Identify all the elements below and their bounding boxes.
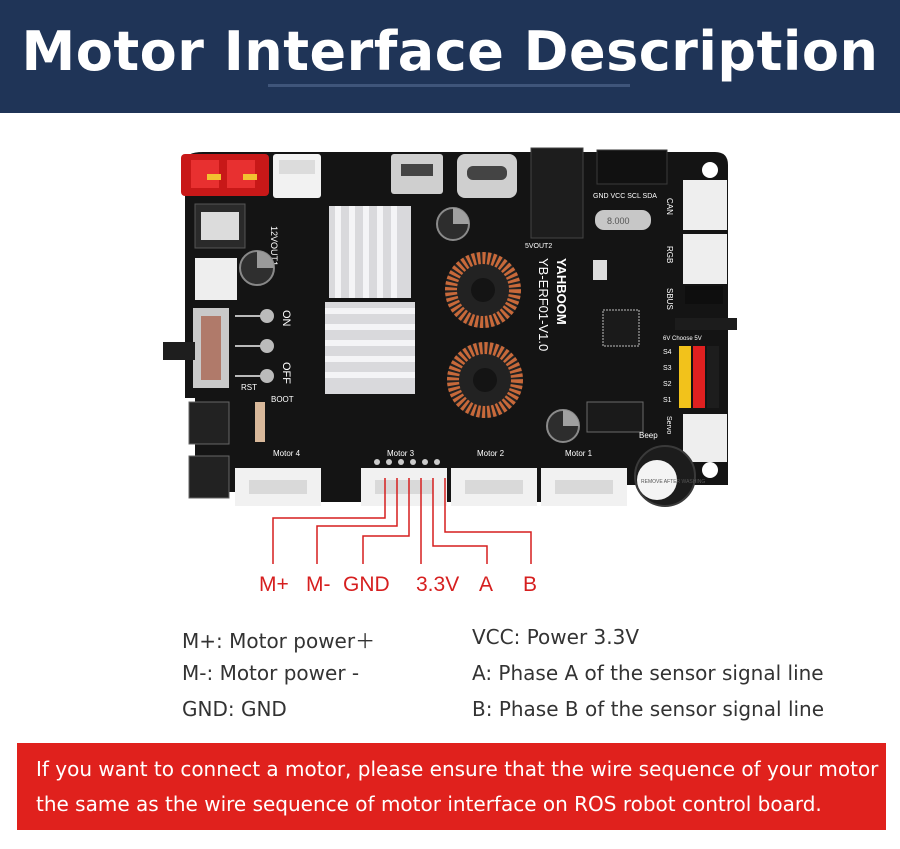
- sbus-label: SBUS: [665, 288, 674, 310]
- driver-chip: [586, 401, 644, 433]
- desc-gnd: GND: GND: [182, 697, 287, 721]
- notice-banner: If you want to connect a motor, please e…: [17, 743, 900, 830]
- servo-s2-label: S2: [663, 381, 672, 388]
- pin-label-m-minus: M-: [306, 573, 331, 596]
- motor-2-label: Motor 2: [477, 449, 505, 458]
- buzzer-sticker-text: REMOVE AFTER WASHING: [641, 479, 705, 485]
- motor-1-label: Motor 1: [565, 449, 593, 458]
- side-connector: [195, 258, 237, 300]
- pin-label-b: B: [523, 573, 538, 596]
- model-label: YB-ERF01-V1.0: [536, 258, 551, 351]
- control-board-image: 12VOUT1 ON OFF RST BOOT GN: [155, 140, 745, 580]
- jumper-header: [675, 318, 737, 330]
- reset-button: [188, 401, 230, 445]
- servo-label: Servo: [665, 416, 672, 434]
- motor-4-label: Motor 4: [273, 449, 301, 458]
- pin-label-3v3: 3.3V: [416, 573, 460, 596]
- can-label: CAN: [665, 198, 674, 215]
- i2c-header: [596, 149, 668, 185]
- page-header: Motor Interface Description: [0, 0, 900, 113]
- servo-connector: [683, 414, 727, 462]
- servo-s3-label: S3: [663, 365, 672, 372]
- inductor-top: [445, 252, 521, 328]
- pin-leader-lines: [272, 478, 532, 564]
- page-title: Motor Interface Description: [21, 20, 879, 83]
- on-label: ON: [280, 310, 292, 327]
- vout-label: 12VOUT1: [269, 226, 279, 266]
- motor-2-connector: [451, 468, 537, 506]
- brand-label: YAHBOOM: [554, 258, 569, 325]
- motor-4-connector: [235, 468, 321, 506]
- motor-3-connector: [361, 468, 447, 506]
- desc-m-minus: M-: Motor power -: [182, 661, 360, 685]
- rst-label: RST: [241, 383, 257, 392]
- choose-label: 6V Choose 5V: [663, 336, 702, 342]
- desc-a: A: Phase A of the sensor signal line: [472, 661, 824, 685]
- sbus-header: [685, 286, 723, 304]
- title-underline: [268, 84, 630, 87]
- pcb-board: [185, 152, 728, 502]
- mcu-chip: [602, 309, 640, 347]
- pin-label-a: A: [479, 573, 494, 596]
- off-label: OFF: [280, 362, 292, 384]
- servo-s1-label: S1: [663, 397, 672, 404]
- rgb-label: RGB: [665, 246, 674, 263]
- pin-label-m-plus: M+: [259, 573, 289, 596]
- inductor-bottom: [447, 342, 523, 418]
- motor-3-solder-pads: [374, 459, 440, 465]
- heatsink-top: [329, 206, 411, 298]
- servo-s4-label: S4: [663, 349, 672, 356]
- desc-m-plus: M+: Motor power＋: [182, 629, 376, 653]
- motor-3-label: Motor 3: [387, 449, 415, 458]
- crystal: [595, 210, 651, 230]
- i2c-pin-labels: GND VCC SCL SDA: [593, 193, 657, 200]
- can-connector: [683, 180, 727, 230]
- notice-line-1: If you want to connect a motor, please e…: [36, 757, 900, 781]
- notice-line-2: the same as the wire sequence of motor i…: [36, 792, 822, 816]
- desc-vcc: VCC: Power 3.3V: [472, 625, 640, 649]
- svout-label: 5VOUT2: [525, 243, 552, 250]
- control-board-svg: 12VOUT1 ON OFF RST BOOT GN: [163, 147, 737, 564]
- beep-label: Beep: [639, 431, 658, 440]
- rgb-connector: [683, 234, 727, 284]
- desc-b: B: Phase B of the sensor signal line: [472, 697, 825, 721]
- servo-pin-header: [679, 346, 719, 408]
- boot-button: [188, 455, 230, 499]
- motor-1-connector: [541, 468, 627, 506]
- mount-hole: [702, 162, 718, 178]
- mount-hole: [702, 462, 718, 478]
- switch-lever: [163, 342, 195, 360]
- crystal-label: 8.000: [607, 216, 630, 226]
- pin-label-gnd: GND: [343, 573, 390, 596]
- heatsink-bottom: [325, 302, 415, 394]
- boot-label: BOOT: [271, 395, 294, 404]
- dc-jack: [530, 147, 584, 239]
